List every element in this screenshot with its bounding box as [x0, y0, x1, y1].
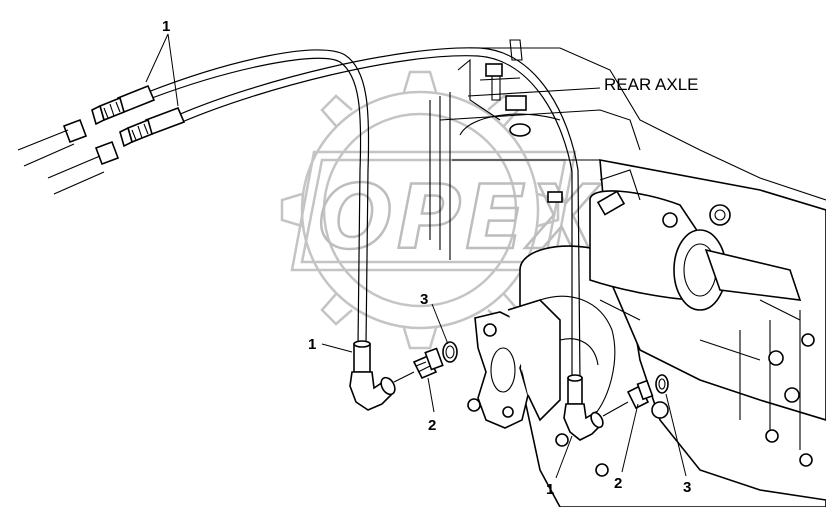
- leader-lines: [145, 33, 687, 479]
- callout-1-right: 1: [546, 481, 554, 498]
- hose-left-route: [147, 49, 370, 346]
- drain-plug: [509, 123, 531, 137]
- leader-2-left: [427, 377, 435, 413]
- drive-yoke: [467, 299, 561, 429]
- left-elbow: [349, 371, 396, 411]
- axle-shaft: [704, 248, 802, 301]
- leader-1-right: [555, 435, 573, 479]
- callout-3-right: 3: [683, 479, 691, 496]
- callout-1-top: 1: [162, 18, 170, 35]
- callout-2-right: 2: [614, 475, 622, 492]
- right-elbow: [563, 403, 603, 441]
- left-o-ring: [442, 341, 458, 363]
- hose-end-lower: [47, 106, 186, 195]
- hose-assemblies: [147, 47, 581, 381]
- left-adapter: [412, 347, 444, 380]
- callout-1-left: 1: [308, 336, 316, 353]
- watermark-gear: [280, 70, 560, 350]
- hose-end-upper: [17, 84, 156, 167]
- breather-fitting: [485, 63, 503, 77]
- leader-1-top-a: [145, 33, 169, 83]
- rear-axle-label: REAR AXLE: [604, 75, 699, 94]
- leader-2-right: [621, 403, 639, 473]
- right-o-ring: [655, 374, 669, 394]
- leader-1-top-b: [167, 33, 179, 107]
- leader-3-right: [665, 393, 687, 477]
- fill-plug: [505, 95, 527, 111]
- leader-3-left: [431, 303, 449, 345]
- right-hose-sleeve: [567, 377, 583, 405]
- callout-2-left: 2: [428, 417, 436, 434]
- callout-3-left: 3: [420, 291, 428, 308]
- left-elbow-group: [349, 340, 458, 411]
- hose-right-route: [177, 47, 581, 381]
- hose-clip: [596, 190, 626, 216]
- right-elbow-group: [563, 374, 669, 441]
- right-adapter: [626, 379, 654, 410]
- left-hose-sleeve: [353, 343, 371, 373]
- leader-1-left: [321, 343, 353, 353]
- mounting-bolt: [709, 204, 731, 226]
- rear-axle-assembly: [429, 39, 826, 507]
